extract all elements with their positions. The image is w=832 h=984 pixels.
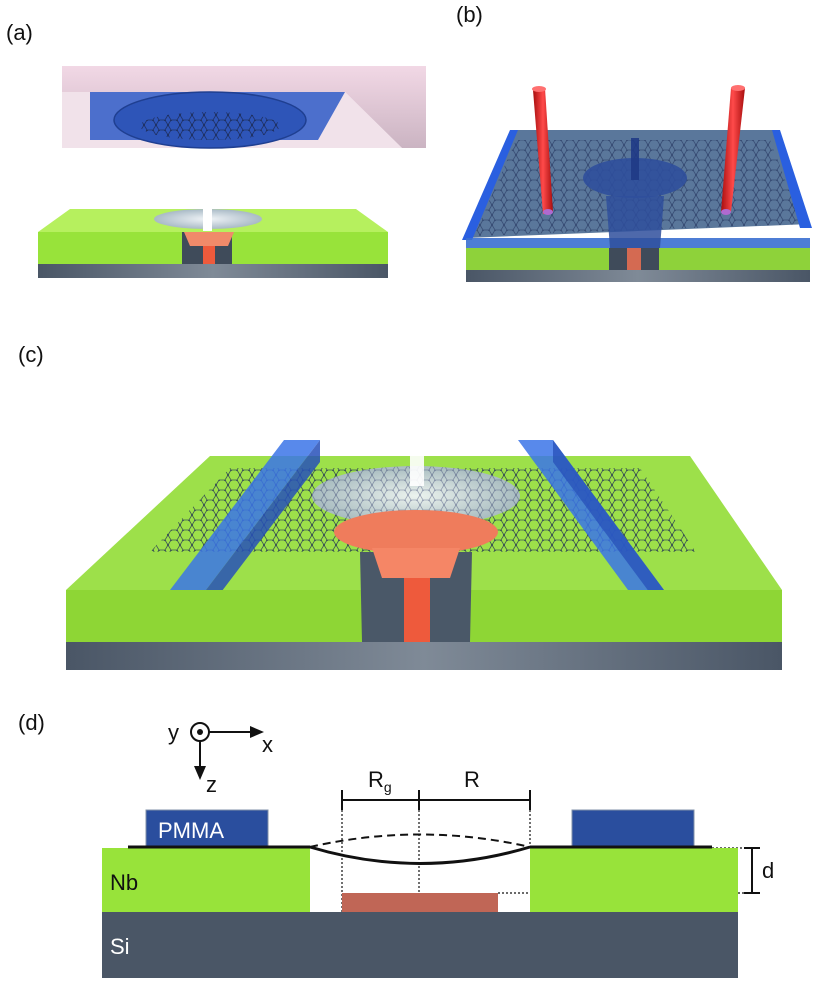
axis-x-label: x [262, 732, 273, 757]
panel-c: (c) [18, 342, 782, 670]
graphene-membrane-deflected [309, 845, 531, 865]
panel-label-d: (d) [18, 710, 45, 735]
si-label: Si [110, 934, 130, 959]
panel-label-b: (b) [456, 2, 483, 27]
axes-symbol: y x z [168, 720, 273, 797]
device-b [462, 85, 812, 282]
nb-left [102, 848, 310, 912]
si-layer [102, 912, 738, 978]
pmma-left [145, 809, 269, 847]
nb-label: Nb [110, 870, 138, 895]
radius-g-main: R [368, 767, 384, 792]
substrate-a [38, 209, 388, 278]
panel-b: (b) [456, 2, 812, 282]
radius-g-label: Rg [368, 767, 392, 795]
panel-label-a: (a) [6, 20, 33, 45]
radius-g-sub: g [384, 779, 392, 795]
radius-label: R [464, 767, 480, 792]
pmma-right [571, 809, 695, 847]
pmma-label: PMMA [158, 818, 224, 843]
axis-y-label: y [168, 720, 179, 745]
stamp-a [62, 66, 426, 149]
device-c [66, 440, 782, 670]
thickness-label: d [762, 858, 774, 883]
panel-a: (a) [6, 20, 426, 278]
panel-d: (d) y x z Rg R [18, 710, 774, 978]
gate-electrode [342, 893, 498, 912]
graphene-membrane-dashed [309, 833, 531, 848]
layer-stack: PMMA Nb Si [102, 809, 738, 978]
nb-right [530, 848, 738, 912]
panel-label-c: (c) [18, 342, 44, 367]
axis-z-label: z [206, 772, 217, 797]
